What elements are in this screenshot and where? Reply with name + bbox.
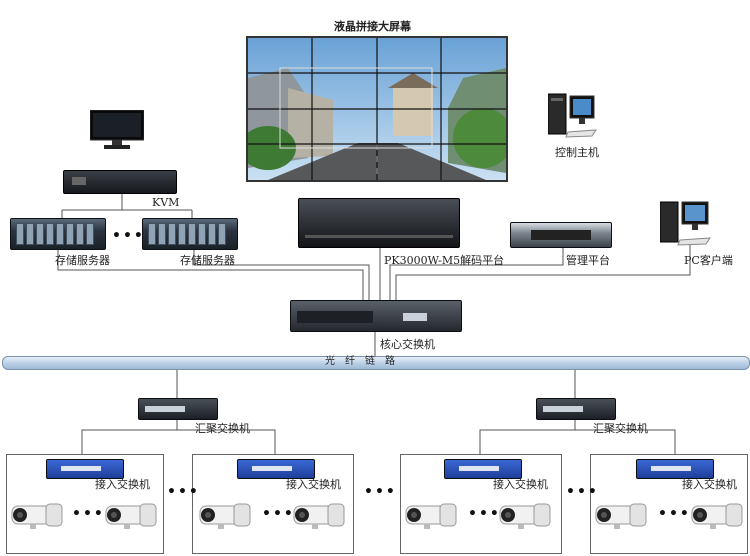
network-switch-icon [536, 398, 616, 420]
pc-client-label: PC客户端 [684, 254, 733, 267]
core-switch-label: 核心交换机 [380, 338, 435, 351]
storage-server-icon [10, 218, 106, 250]
bullet-camera-icon [594, 500, 648, 530]
group-ellipsis-2: ••• [364, 484, 397, 500]
decoder-label: PK3000W-M5解码平台 [384, 254, 505, 267]
control-host-icon [547, 92, 598, 138]
agg-switch-label-left: 汇聚交换机 [195, 422, 250, 435]
management-label: 管理平台 [566, 254, 610, 267]
access-switch-icon [636, 459, 714, 479]
storage-label-1: 存储服务器 [55, 254, 110, 267]
access-switch-icon [46, 459, 124, 479]
camera-ellipsis: ••• [72, 506, 105, 522]
video-wall-scene [240, 38, 513, 180]
bullet-camera-icon [198, 500, 252, 530]
bullet-camera-icon [404, 500, 458, 530]
bullet-camera-icon [104, 500, 158, 530]
storage-label-2: 存储服务器 [180, 254, 235, 267]
bullet-camera-icon [10, 500, 64, 530]
bullet-camera-icon [292, 500, 346, 530]
agg-switch-label-right: 汇聚交换机 [593, 422, 648, 435]
core-switch-icon [290, 300, 462, 332]
kvm-label: KVM [152, 196, 180, 209]
access-switch-label-4: 接入交换机 [682, 478, 737, 491]
kvm-switch-icon [63, 170, 177, 194]
control-host-label: 控制主机 [555, 146, 599, 159]
bullet-camera-icon [498, 500, 552, 530]
rack-server-icon [510, 222, 612, 248]
video-wall-title: 液晶拼接大屏幕 [334, 20, 411, 33]
desktop-pc-icon [659, 198, 712, 246]
group-ellipsis-3: ••• [566, 484, 599, 500]
camera-ellipsis: ••• [658, 506, 691, 522]
group-ellipsis-1: ••• [167, 484, 200, 500]
access-switch-icon [237, 459, 315, 479]
storage-server-icon [142, 218, 238, 250]
lcd-monitor-icon [89, 109, 145, 150]
fiber-link-label: 光 纤 链 路 [325, 356, 395, 367]
bullet-camera-icon [690, 500, 744, 530]
access-switch-icon [444, 459, 522, 479]
camera-ellipsis: ••• [262, 506, 295, 522]
storage-ellipsis: ••• [112, 228, 145, 244]
access-switch-label-2: 接入交换机 [286, 478, 341, 491]
decoder-appliance-icon [298, 198, 460, 248]
network-switch-icon [138, 398, 218, 420]
video-wall [240, 36, 513, 182]
access-switch-label-1: 接入交换机 [95, 478, 150, 491]
camera-ellipsis: ••• [468, 506, 501, 522]
access-switch-label-3: 接入交换机 [493, 478, 548, 491]
